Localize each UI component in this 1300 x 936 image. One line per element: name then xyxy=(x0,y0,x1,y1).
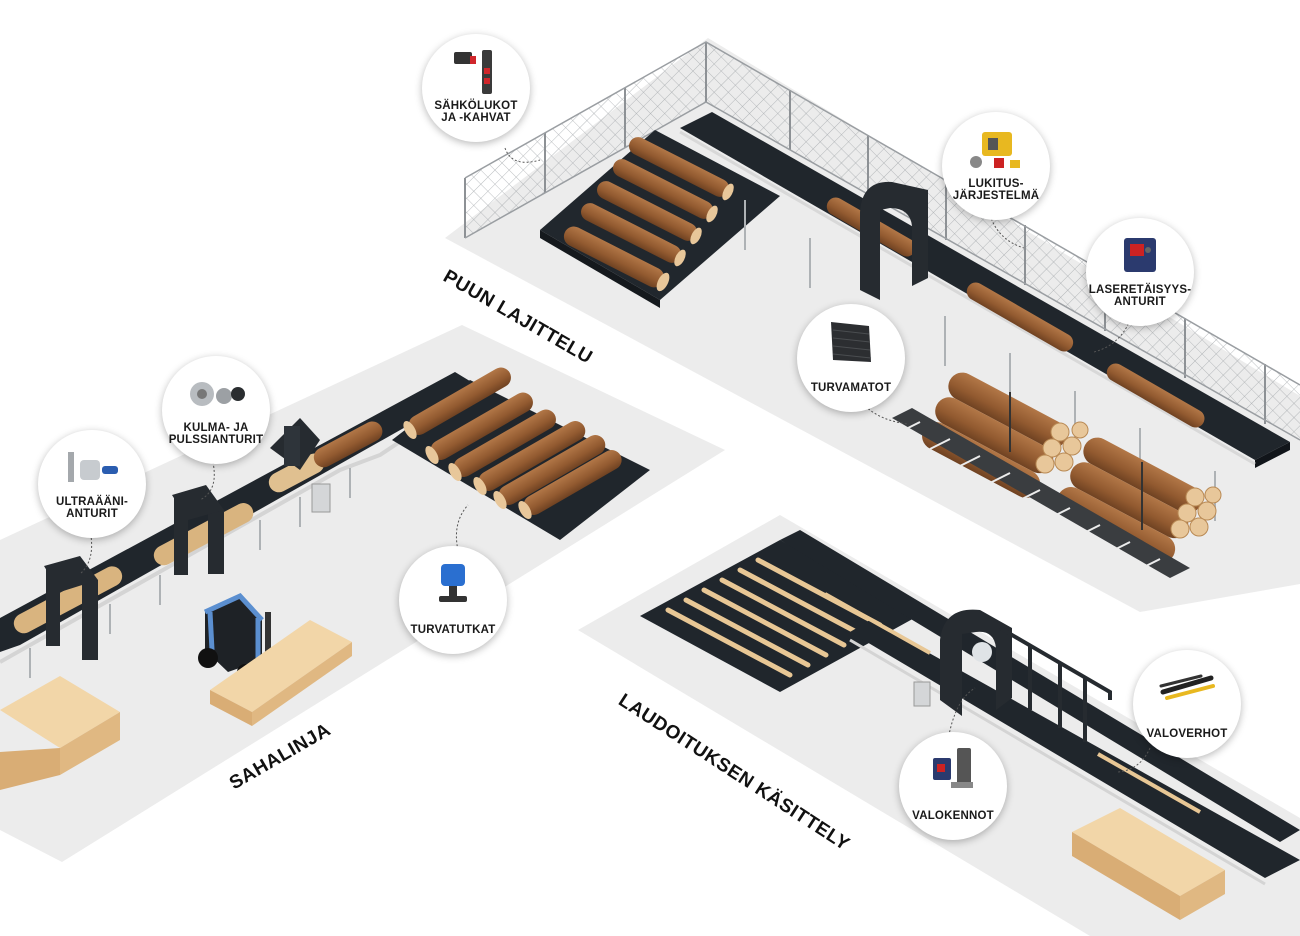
callout-electric-locks[interactable]: SÄHKÖLUKOT JA -KAHVAT xyxy=(422,34,530,142)
callout-label: VALOVERHOT xyxy=(1146,728,1228,740)
safety-mat-strip xyxy=(892,408,1190,578)
photoelectric-sensor-icon xyxy=(933,748,973,788)
callout-photocells[interactable]: VALOKENNOT xyxy=(899,732,1007,840)
control-panel-boards xyxy=(913,681,931,707)
safety-mat-icon xyxy=(831,322,872,362)
scanner-arch-sorting xyxy=(860,181,928,300)
callout-label: LUKITUS- JÄRJESTELMÄ xyxy=(952,178,1040,202)
door-lock-handle-icon xyxy=(454,50,492,94)
control-panel-sawline xyxy=(311,483,331,513)
scanner-arch-boards xyxy=(940,609,1012,716)
lumber-stacks-sawline xyxy=(0,620,352,790)
board-conveyor xyxy=(780,530,1300,886)
sawline-saw-head xyxy=(270,418,320,470)
callout-light-curtains[interactable]: VALOVERHOT xyxy=(1133,650,1241,758)
callout-safety-mats[interactable]: TURVAMATOT xyxy=(797,304,905,412)
sawline-log-deck xyxy=(392,367,650,540)
callout-laser-distance[interactable]: LASERETÄISYYS- ANTURIT xyxy=(1086,218,1194,326)
encoder-icon xyxy=(190,382,245,406)
callout-label: TURVAMATOT xyxy=(810,382,892,394)
laser-sensor-icon xyxy=(1124,238,1156,272)
light-curtain-frame xyxy=(998,626,1112,742)
callout-label: SÄHKÖLUKOT JA -KAHVAT xyxy=(434,100,518,124)
lumber-stack-boards xyxy=(1072,808,1225,920)
safety-fence xyxy=(464,41,1300,441)
safety-radar-icon xyxy=(439,564,467,602)
forklift xyxy=(198,592,271,680)
sawline-arch-2 xyxy=(172,485,224,575)
callout-label: LASERETÄISYYS- ANTURIT xyxy=(1088,284,1192,308)
callout-label: TURVATUTKAT xyxy=(410,624,496,636)
callout-safety-radars[interactable]: TURVATUTKAT xyxy=(399,546,507,654)
sorting-conveyor xyxy=(679,112,1290,521)
ultrasonic-sensor-icon xyxy=(68,452,118,482)
callout-label: ULTRAÄÄNI- ANTURIT xyxy=(55,496,129,520)
light-curtain-icon xyxy=(1159,674,1215,700)
callout-angle-pulse[interactable]: KULMA- JA PULSSIANTURIT xyxy=(162,356,270,464)
callout-ultrasonic[interactable]: ULTRAÄÄNI- ANTURIT xyxy=(38,430,146,538)
callout-lockout[interactable]: LUKITUS- JÄRJESTELMÄ xyxy=(942,112,1050,220)
callout-label: KULMA- JA PULSSIANTURIT xyxy=(168,422,264,446)
callout-label: VALOKENNOT xyxy=(912,810,994,822)
sawline-arch-1 xyxy=(44,556,98,660)
lockout-kit-icon xyxy=(970,132,1020,168)
